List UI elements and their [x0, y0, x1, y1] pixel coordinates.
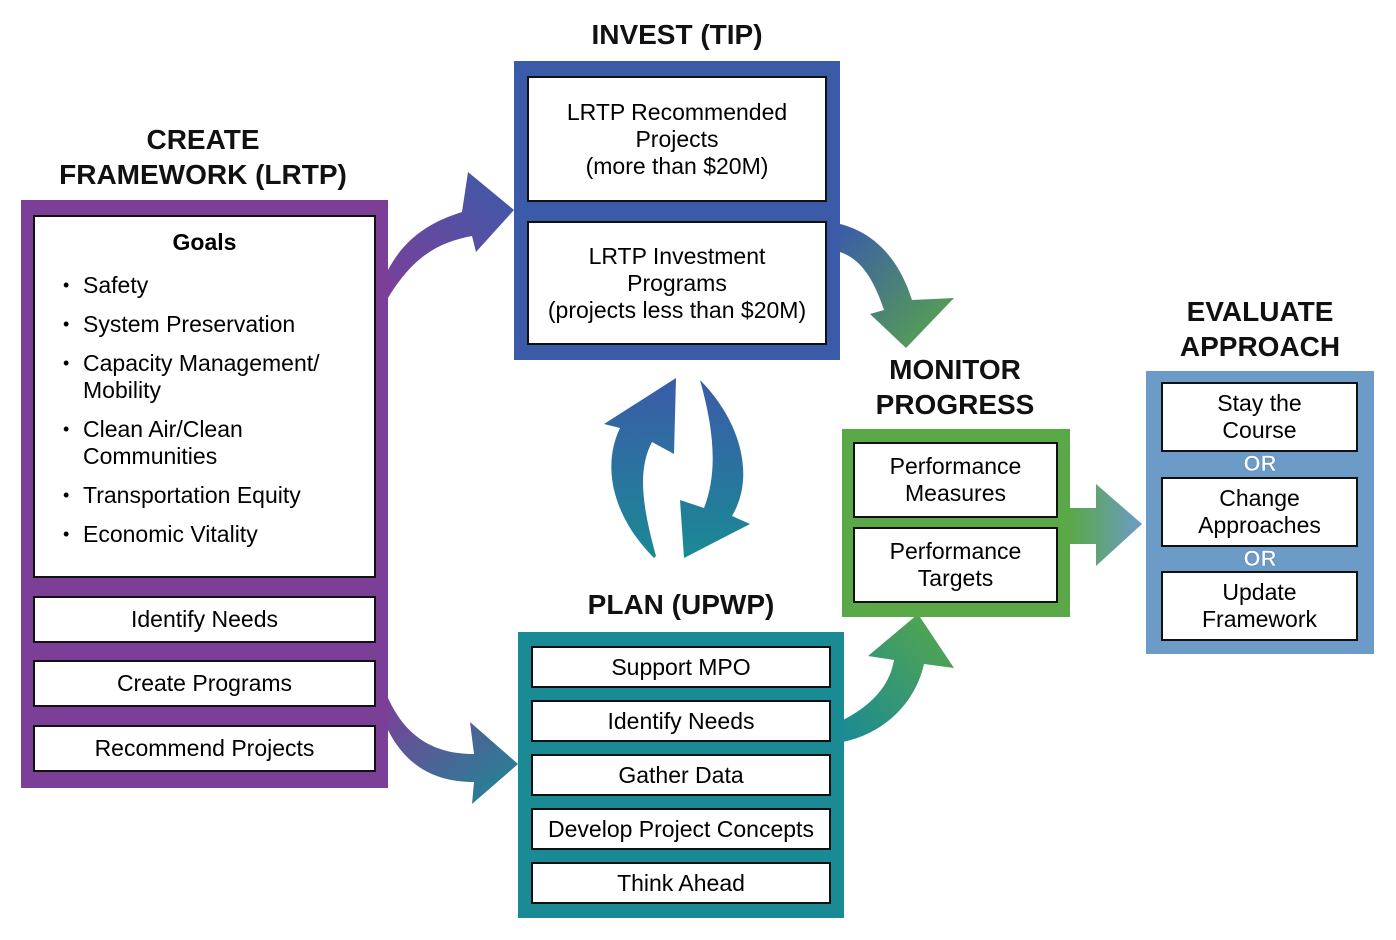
evaluate-box2-line: Approaches [1198, 512, 1321, 538]
evaluate-or-2: OR [1243, 546, 1277, 571]
goals-title: Goals [172, 229, 237, 255]
invest-box1-line: LRTP Recommended [566, 98, 788, 125]
invest-box2-line: LRTP Investment [588, 242, 766, 269]
goals-list: Safety System Preservation Capacity Mana… [35, 272, 343, 560]
monitor-heading: MONITOR PROGRESS [842, 352, 1068, 422]
evaluate-heading-line2: APPROACH [1179, 331, 1341, 362]
goal-item: Transportation Equity [63, 482, 343, 509]
evaluate-box2-line: Change [1219, 485, 1300, 511]
arrow-monitor-to-evaluate [1070, 484, 1142, 566]
evaluate-box3-line: Update [1222, 579, 1297, 605]
evaluate-box-change-approaches: Change Approaches [1161, 477, 1358, 547]
invest-box1-line: (more than $20M) [585, 152, 769, 179]
monitor-box-performance-measures: Performance Measures [853, 442, 1058, 518]
plan-item-support-mpo: Support MPO [531, 646, 831, 688]
plan-heading: PLAN (UPWP) [587, 589, 775, 620]
arrow-invest-to-plan-cycle [680, 380, 750, 558]
monitor-heading-line1: MONITOR [889, 354, 1021, 385]
arrow-plan-to-invest-cycle [604, 378, 676, 558]
evaluate-heading: EVALUATE APPROACH [1146, 294, 1374, 364]
evaluate-or-1: OR [1243, 451, 1277, 476]
goal-item: Safety [63, 272, 343, 299]
plan-item-identify-needs: Identify Needs [531, 700, 831, 742]
invest-box-investment-programs: LRTP Investment Programs (projects less … [527, 221, 827, 345]
invest-box2-line: (projects less than $20M) [547, 296, 807, 323]
goals-box: Goals Safety System Preservation Capacit… [33, 215, 376, 578]
plan-item-gather-data: Gather Data [531, 754, 831, 796]
goal-item: Capacity Management/ Mobility [63, 350, 343, 404]
invest-panel: LRTP Recommended Projects (more than $20… [514, 61, 840, 360]
monitor-box1-line: Performance [889, 453, 1022, 479]
monitor-box2-line: Targets [917, 565, 994, 591]
plan-item-develop-project-concepts: Develop Project Concepts [531, 808, 831, 850]
evaluate-panel: Stay the Course OR Change Approaches OR … [1146, 371, 1374, 654]
monitor-box2-line: Performance [889, 538, 1022, 564]
evaluate-box-stay-the-course: Stay the Course [1161, 382, 1358, 452]
create-heading-line1: CREATE [146, 124, 260, 155]
goal-item: System Preservation [63, 311, 343, 338]
monitor-box1-line: Measures [905, 480, 1006, 506]
create-heading-line2: FRAMEWORK (LRTP) [59, 159, 347, 190]
invest-heading: INVEST (TIP) [591, 19, 763, 50]
create-step-identify-needs: Identify Needs [33, 596, 376, 643]
create-step-create-programs: Create Programs [33, 660, 376, 707]
goal-item: Clean Air/Clean Communities [63, 416, 283, 470]
create-step-recommend-projects: Recommend Projects [33, 725, 376, 772]
monitor-heading-line2: PROGRESS [875, 389, 1035, 420]
arrow-create-to-plan [388, 698, 518, 804]
monitor-panel: Performance Measures Performance Targets [842, 429, 1070, 617]
evaluate-box1-line: Course [1222, 417, 1297, 443]
arrow-plan-to-monitor [843, 614, 954, 742]
plan-item-think-ahead: Think Ahead [531, 862, 831, 904]
evaluate-heading-line1: EVALUATE [1186, 296, 1334, 327]
arrow-create-to-invest [388, 172, 514, 298]
create-heading: CREATE FRAMEWORK (LRTP) [20, 122, 386, 192]
create-panel: Goals Safety System Preservation Capacit… [21, 200, 388, 788]
monitor-box-performance-targets: Performance Targets [853, 527, 1058, 603]
invest-box2-line: Programs [627, 269, 727, 296]
evaluate-box-update-framework: Update Framework [1161, 571, 1358, 641]
evaluate-box3-line: Framework [1201, 606, 1317, 632]
evaluate-box1-line: Stay the [1217, 390, 1302, 416]
goal-item: Economic Vitality [63, 521, 343, 548]
invest-box-recommended-projects: LRTP Recommended Projects (more than $20… [527, 76, 827, 202]
plan-panel: Support MPO Identify Needs Gather Data D… [518, 632, 844, 918]
arrow-invest-to-monitor [840, 224, 954, 348]
invest-box1-line: Projects [635, 125, 719, 152]
